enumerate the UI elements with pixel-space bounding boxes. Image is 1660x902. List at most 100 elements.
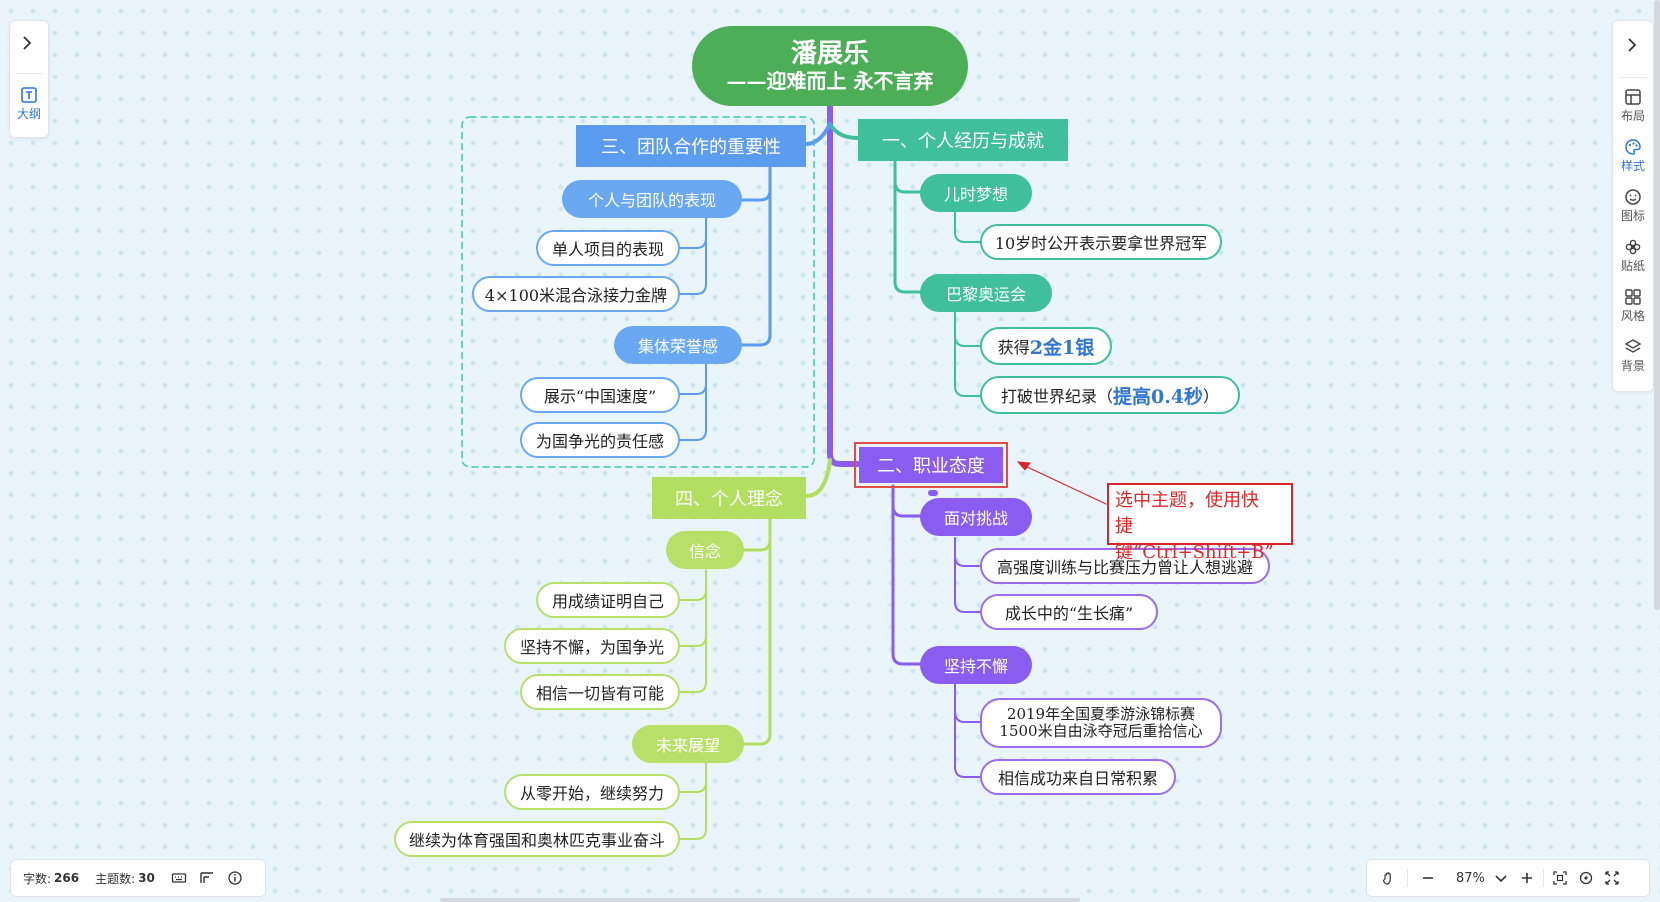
root-title: 潘展乐	[790, 39, 869, 69]
root-topic[interactable]: 潘展乐 ——迎难而上 永不言弃	[692, 26, 968, 106]
branch-4-sub-2[interactable]: 未来展望	[632, 725, 744, 763]
horizontal-scrollbar[interactable]	[440, 898, 1080, 902]
topic-label: 打破世界纪录（	[1000, 387, 1113, 406]
branch-1-topic[interactable]: 一、个人经历与成就	[858, 119, 1068, 161]
icon-label: 图标	[1620, 209, 1645, 223]
topic-label: 单人项目的表现	[551, 240, 664, 259]
topic-label: 相信一切皆有可能	[535, 684, 664, 703]
collapse-handle[interactable]	[928, 490, 938, 496]
zoom-bar: 87%	[1366, 859, 1650, 897]
zoom-out-icon[interactable]	[1420, 870, 1436, 886]
branch-2-leaf-4[interactable]: 相信成功来自日常积累	[980, 759, 1176, 795]
flower-icon	[1625, 239, 1641, 255]
branch-1-leaf-3[interactable]: 打破世界纪录（提高0.4秒）	[980, 376, 1240, 414]
status-bar: 字数: 266 主题数: 30	[10, 859, 266, 897]
hand-pan-icon[interactable]	[1381, 870, 1397, 886]
branch-3-leaf-4[interactable]: 为国争光的责任感	[520, 422, 680, 458]
topic-label: 巴黎奥运会	[945, 285, 1026, 304]
word-count-label: 字数:	[23, 871, 52, 886]
word-count-value: 266	[54, 871, 80, 885]
branch-3-sub-1[interactable]: 个人与团队的表现	[562, 180, 742, 218]
topic-label: 坚持不懈，为国争光	[519, 638, 664, 657]
sticker-button[interactable]: 贴纸	[1613, 237, 1653, 274]
topic-label: 10岁时公开表示要拿世界冠军	[994, 234, 1208, 253]
outline-label: 大纲	[16, 107, 41, 121]
branch-1-label: 一、个人经历与成就	[882, 131, 1044, 152]
branch-4-leaf-4[interactable]: 从零开始，继续努力	[504, 774, 680, 810]
branch-2-leaf-2[interactable]: 成长中的“生长痛”	[980, 594, 1158, 630]
topic-label-line-2: 1500米自由泳夺冠后重拾信心	[999, 722, 1203, 740]
keyboard-icon[interactable]	[171, 870, 187, 886]
branch-4-leaf-2[interactable]: 坚持不懈，为国争光	[504, 628, 680, 664]
outline-button[interactable]: 大纲	[12, 85, 46, 122]
topic-label: 高强度训练与比赛压力曾让人想逃避	[996, 558, 1253, 577]
style-label: 样式	[1620, 159, 1645, 173]
fullscreen-icon[interactable]	[1604, 870, 1620, 886]
info-icon[interactable]	[227, 870, 243, 886]
layout-label: 布局	[1620, 109, 1645, 123]
fit-screen-icon[interactable]	[1552, 870, 1568, 886]
toolbar-divider	[1542, 869, 1544, 887]
topic-label: 集体荣誉感	[637, 337, 718, 356]
topic-count-label: 主题数:	[95, 871, 136, 886]
vertical-scrollbar[interactable]	[1654, 0, 1660, 610]
topic-label: 面对挑战	[943, 509, 1008, 528]
topic-label: 坚持不懈	[943, 657, 1008, 676]
chevron-down-icon[interactable]	[1493, 870, 1509, 886]
branch-2-leaf-3[interactable]: 2019年全国夏季游泳锦标赛 1500米自由泳夺冠后重拾信心	[980, 698, 1222, 748]
icon-button[interactable]: 图标	[1613, 187, 1653, 224]
branch-4-leaf-1[interactable]: 用成绩证明自己	[536, 582, 680, 618]
background-label: 背景	[1620, 359, 1645, 373]
zoom-level[interactable]: 87%	[1456, 870, 1485, 886]
zoom-in-icon[interactable]	[1519, 870, 1535, 886]
branch-2-sub-2[interactable]: 坚持不懈	[920, 646, 1032, 684]
panel-divider	[16, 73, 42, 74]
topic-label: 成长中的“生长痛”	[1004, 604, 1134, 623]
branch-2-topic[interactable]: 二、职业态度	[859, 447, 1003, 483]
right-panel: 布局 样式 图标 贴纸 风格 背景	[1612, 20, 1654, 392]
branch-2-selection-frame[interactable]: 二、职业态度	[854, 442, 1008, 488]
locate-center-icon[interactable]	[1578, 870, 1594, 886]
topic-label-suffix: ）	[1203, 387, 1220, 406]
branch-3-leaf-1[interactable]: 单人项目的表现	[536, 230, 680, 266]
smile-icon	[1625, 189, 1641, 205]
branch-2-label: 二、职业态度	[877, 456, 985, 477]
palette-icon	[1625, 139, 1641, 155]
topic-label: 用成绩证明自己	[551, 592, 664, 611]
theme-style-label: 风格	[1620, 309, 1645, 323]
sticker-label: 贴纸	[1620, 259, 1645, 273]
branch-2-sub-1[interactable]: 面对挑战	[920, 498, 1032, 536]
branch-3-leaf-3[interactable]: 展示“中国速度”	[520, 377, 680, 413]
theme-style-button[interactable]: 风格	[1613, 287, 1653, 324]
chevron-right-icon[interactable]	[1624, 37, 1640, 53]
background-button[interactable]: 背景	[1613, 337, 1653, 374]
chevron-right-icon[interactable]	[19, 35, 35, 51]
branch-1-sub-2[interactable]: 巴黎奥运会	[920, 274, 1052, 312]
layout-icon	[1625, 89, 1641, 105]
branch-4-leaf-5[interactable]: 继续为体育强国和奥林匹克事业奋斗	[394, 821, 680, 857]
highlight-text: 2金1银	[1029, 336, 1095, 359]
layout-button[interactable]: 布局	[1613, 87, 1653, 124]
annotation-callout[interactable]: 选中主题，使用快 捷键“Ctrl+Shift+B”	[1107, 483, 1293, 563]
topic-label: 信念	[688, 542, 721, 561]
branch-4-topic[interactable]: 四、个人理念	[652, 477, 806, 519]
style-button[interactable]: 样式	[1613, 137, 1653, 174]
panel-divider	[1619, 77, 1647, 78]
topic-label: 从零开始，继续努力	[519, 784, 664, 803]
annotation-line-1: 选中主题，使用快	[1115, 490, 1259, 511]
branch-1-leaf-1[interactable]: 10岁时公开表示要拿世界冠军	[980, 224, 1222, 260]
topic-label: 获得	[997, 338, 1030, 357]
branch-4-sub-1[interactable]: 信念	[666, 531, 744, 569]
branch-3-sub-2[interactable]: 集体荣誉感	[614, 326, 742, 364]
branch-2-leaf-1[interactable]: 高强度训练与比赛压力曾让人想逃避	[980, 548, 1270, 584]
branch-1-sub-1[interactable]: 儿时梦想	[920, 174, 1032, 212]
topic-count-value: 30	[138, 871, 155, 885]
branch-3-topic[interactable]: 三、团队合作的重要性	[576, 125, 806, 167]
branch-4-leaf-3[interactable]: 相信一切皆有可能	[520, 674, 680, 710]
structure-icon[interactable]	[199, 870, 215, 886]
topic-label: 相信成功来自日常积累	[997, 769, 1158, 788]
layers-icon	[1624, 339, 1642, 353]
branch-3-leaf-2[interactable]: 4×100米混合泳接力金牌	[472, 276, 680, 312]
